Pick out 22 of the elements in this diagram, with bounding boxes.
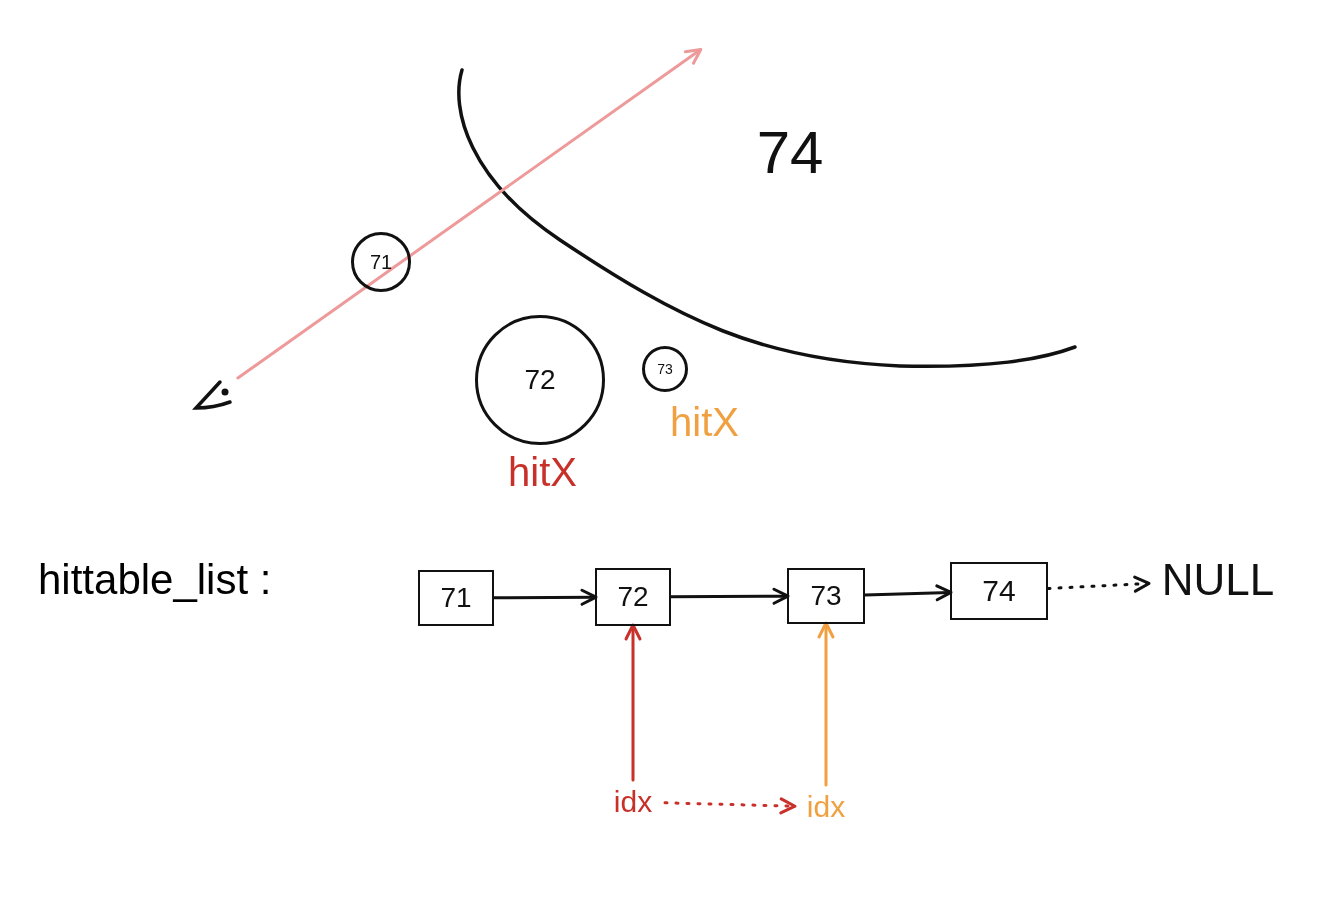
arrow xyxy=(817,621,835,787)
arrow xyxy=(492,588,598,606)
list-node-box: 71 xyxy=(418,570,494,626)
list-node-box: 74 xyxy=(950,562,1048,620)
sphere-label: 74 xyxy=(735,115,845,190)
arrow xyxy=(624,623,642,782)
arrow xyxy=(669,587,790,605)
dotted-arrow xyxy=(1046,575,1151,593)
ray-arrow xyxy=(236,47,703,380)
sphere-circle: 73 xyxy=(642,346,688,392)
sphere-circle: 71 xyxy=(351,232,411,292)
null-label: NULL xyxy=(1148,552,1288,608)
list-label: hittable_list : xyxy=(38,556,272,604)
index-label: idx xyxy=(794,785,858,829)
index-label: idx xyxy=(601,780,665,824)
list-node-box: 73 xyxy=(787,568,865,624)
hit-label: hitX xyxy=(670,400,739,445)
list-node-box: 72 xyxy=(595,568,671,626)
dotted-arrow xyxy=(663,797,797,815)
arrow xyxy=(863,584,953,602)
sphere-circle: 72 xyxy=(475,315,605,445)
hit-label: hitX xyxy=(508,450,577,495)
